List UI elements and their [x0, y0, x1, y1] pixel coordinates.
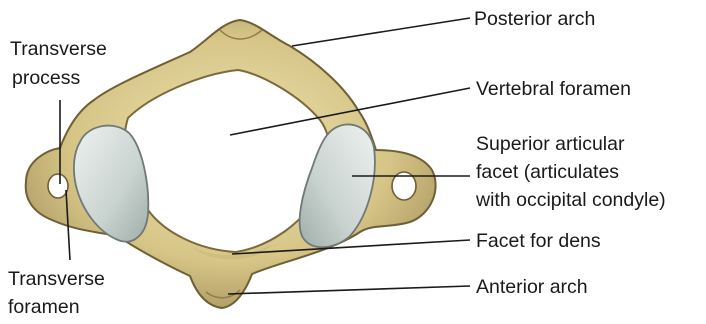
label-anterior-arch: Anterior arch: [476, 276, 588, 298]
label-transverse-foramen-line-2: foramen: [8, 296, 80, 318]
label-posterior-arch: Posterior arch: [474, 8, 595, 30]
left-transverse-foramen-shape: [48, 174, 68, 198]
leader-posterior-arch: [292, 18, 470, 46]
label-facet-for-dens: Facet for dens: [476, 230, 601, 252]
leader-anterior-arch: [228, 286, 470, 294]
atlas-bone: [26, 20, 436, 308]
label-transverse-process-line-1: Transverse: [10, 38, 107, 60]
label-superior-facet-line-2: facet (articulates: [476, 161, 619, 183]
label-superior-facet-line-3: with occipital condyle): [475, 189, 666, 211]
label-transverse-process-line-2: process: [12, 67, 81, 89]
label-vertebral-foramen: Vertebral foramen: [476, 78, 631, 100]
label-superior-facet-line-1: Superior articular: [476, 133, 625, 155]
label-transverse-foramen-line-1: Transverse: [8, 268, 105, 290]
